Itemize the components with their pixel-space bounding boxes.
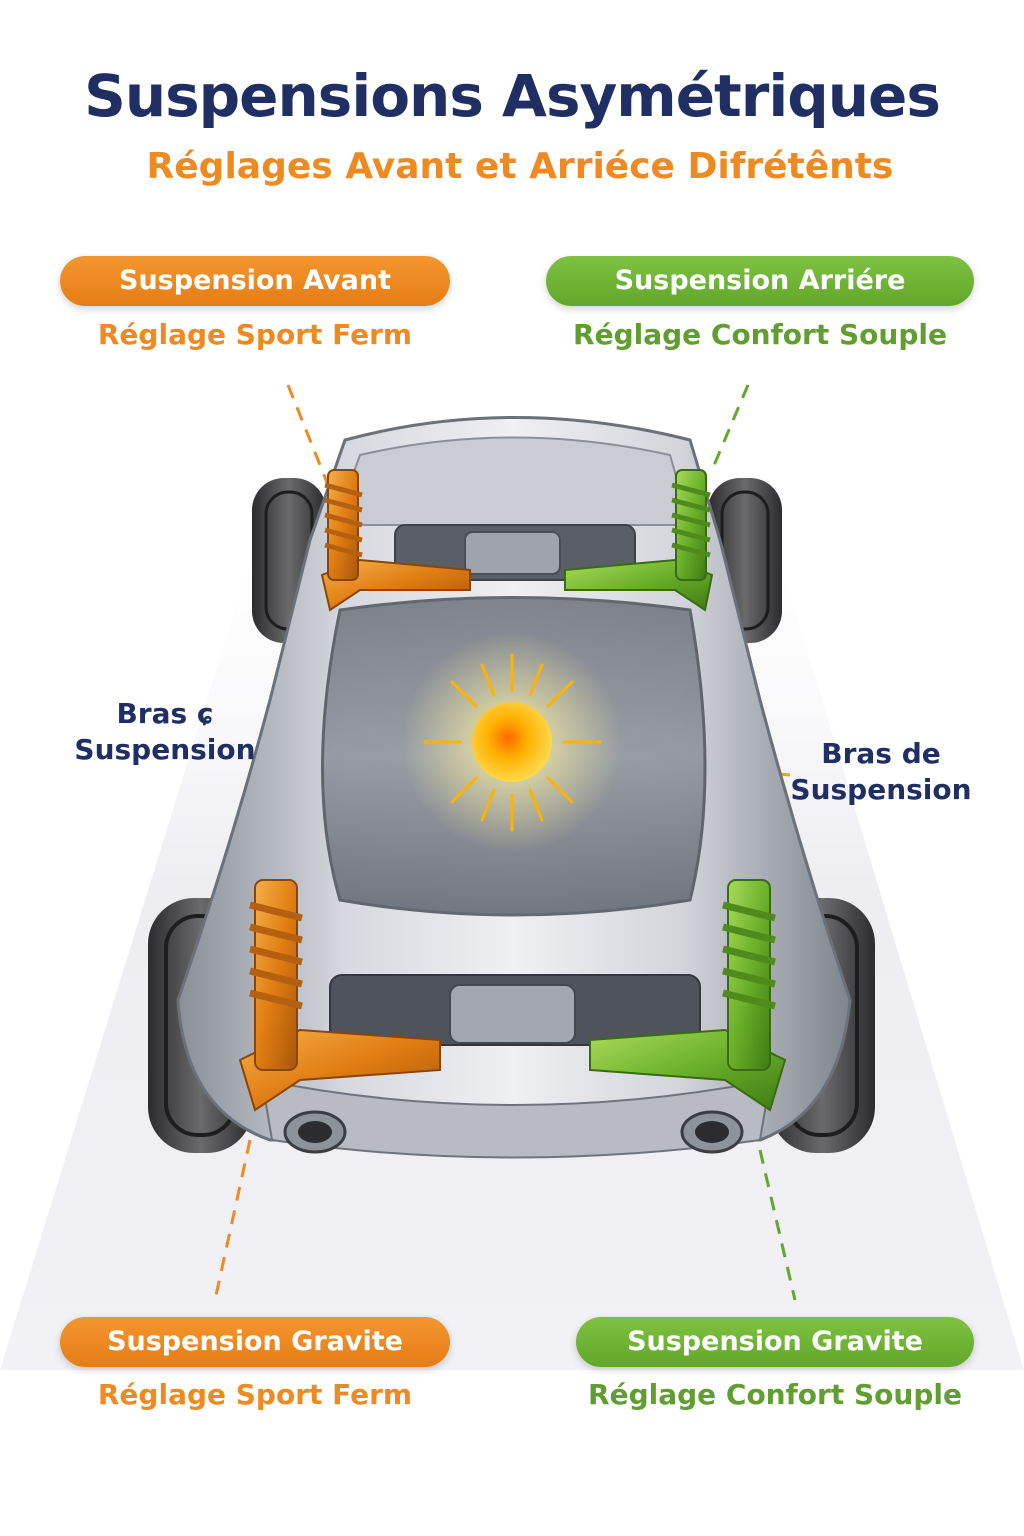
front-left-suspension-icon [320, 469, 471, 612]
left-suspension-arm-line1: Bras ɕ [116, 697, 214, 730]
gravity-suspension-right-pill: Suspension Gravite [576, 1317, 974, 1367]
center-of-gravity-icon [402, 632, 622, 852]
rear-right-suspension-icon [589, 879, 787, 1112]
gravity-suspension-left-setting: Réglage Sport Ferm [97, 1378, 413, 1411]
page-title: Suspensions Asymétriques [84, 62, 941, 130]
gravity-suspension-right-setting: Réglage Confort Souple [588, 1378, 962, 1411]
front-right-suspension-icon [564, 469, 714, 612]
page-subtitle: Réglages Avant et Arriéce Difrétênts [146, 146, 894, 187]
left-suspension-arm-line2: Suspension [74, 733, 256, 766]
right-suspension-arm-line2: Suspension [790, 773, 972, 806]
gravity-suspension-left-pill: Suspension Gravite [60, 1317, 450, 1367]
front-suspension-setting: Réglage Sport Ferm [97, 318, 413, 351]
rear-suspension-setting: Réglage Confort Souple [573, 318, 947, 351]
right-suspension-arm-line1: Bras de [821, 737, 941, 770]
rear-suspension-pill: Suspension Arriére [546, 256, 974, 306]
front-suspension-pill: Suspension Avant [60, 256, 450, 306]
rear-left-suspension-icon [238, 879, 441, 1112]
right-suspension-arm-label: Bras de Suspension [776, 736, 986, 808]
left-suspension-arm-label: Bras ɕ Suspension [60, 696, 270, 768]
